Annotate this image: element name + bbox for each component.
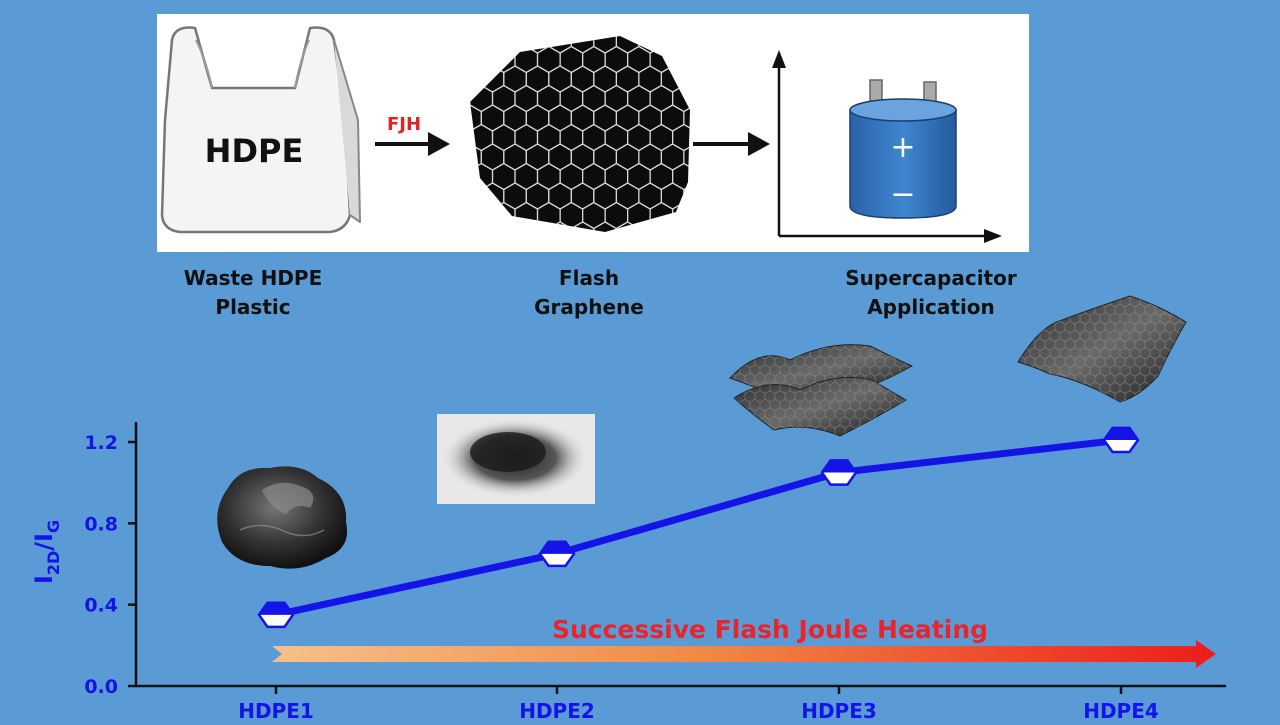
fjh-arrow-icon bbox=[375, 132, 450, 156]
y-axis-label: I2D/IG bbox=[30, 520, 63, 584]
x-tick-label: HDPE4 bbox=[1083, 699, 1159, 720]
y-tick-label: 0.4 bbox=[84, 595, 118, 617]
x-tick-label: HDPE3 bbox=[801, 699, 877, 720]
minus-sign: − bbox=[890, 177, 915, 212]
graphene-sheets-image bbox=[729, 344, 914, 437]
data-point-marker bbox=[538, 540, 576, 568]
heating-annotation: Successive Flash Joule Heating bbox=[552, 615, 988, 644]
series-line bbox=[275, 436, 1122, 619]
plus-sign: + bbox=[890, 130, 915, 165]
bulk-carbon-image bbox=[217, 466, 348, 569]
hex-cell bbox=[593, 221, 618, 232]
data-point-marker bbox=[1102, 426, 1140, 454]
y-tick-label: 0.8 bbox=[84, 513, 118, 535]
hex-cell bbox=[615, 221, 640, 232]
graphene-powder-image bbox=[437, 414, 595, 504]
fjh-label: FJH bbox=[387, 114, 421, 135]
plastic-bag-icon: HDPE bbox=[160, 26, 361, 234]
data-point-marker bbox=[820, 459, 858, 486]
x-tick-label: HDPE1 bbox=[238, 699, 314, 720]
supercapacitor-icon: + − bbox=[772, 50, 1002, 243]
process-arrow-icon bbox=[693, 132, 770, 156]
hex-cell bbox=[548, 221, 572, 232]
hex-cell bbox=[570, 221, 595, 232]
x-tick-label: HDPE2 bbox=[519, 699, 595, 720]
heating-arrow-icon bbox=[272, 640, 1216, 668]
graphene-monolayer-image bbox=[1017, 295, 1187, 403]
y-tick-label: 0.0 bbox=[84, 676, 118, 698]
data-point-marker bbox=[257, 601, 295, 629]
y-tick-label: 1.2 bbox=[84, 432, 118, 454]
bag-label: HDPE bbox=[205, 132, 304, 170]
